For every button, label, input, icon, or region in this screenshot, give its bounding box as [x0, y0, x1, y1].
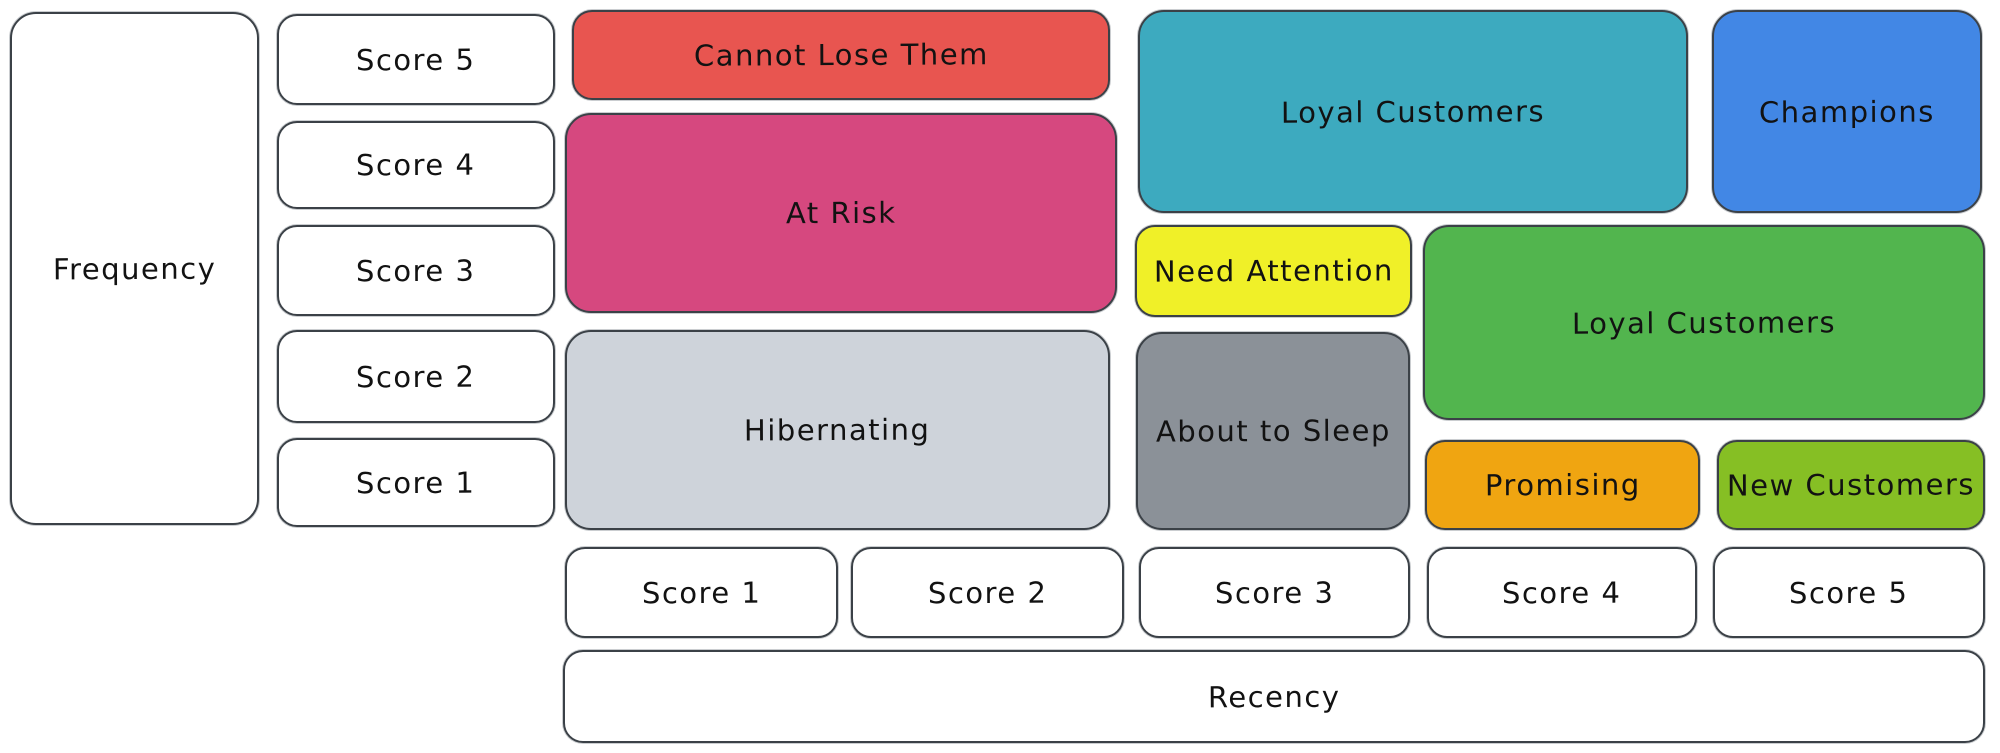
frequency-score-4-label: Score 4 [356, 147, 476, 183]
frequency-score-2-label: Score 2 [356, 359, 476, 394]
segment-new-customers-label: New Customers [1726, 467, 1976, 503]
frequency-score-3-label: Score 3 [356, 253, 476, 288]
frequency-score-1-label: Score 1 [356, 465, 476, 500]
recency-axis-box: Recency [563, 650, 1985, 743]
frequency-score-3-box: Score 3 [277, 225, 555, 316]
recency-score-4-box: Score 4 [1427, 547, 1697, 638]
recency-score-4-label: Score 4 [1502, 575, 1622, 610]
recency-axis-label: Recency [1207, 679, 1341, 714]
recency-score-2-box: Score 2 [851, 547, 1124, 638]
segment-about-to-sleep-label: About to Sleep [1155, 413, 1391, 449]
segment-hibernating: Hibernating [565, 330, 1110, 530]
frequency-axis-box: Frequency [10, 12, 259, 525]
segment-at-risk-label: At Risk [785, 195, 897, 231]
recency-score-3-box: Score 3 [1139, 547, 1410, 638]
recency-score-2-label: Score 2 [927, 575, 1048, 610]
frequency-axis-label: Frequency [52, 251, 217, 286]
segment-need-attention-label: Need Attention [1153, 253, 1394, 289]
segment-new-customers: New Customers [1717, 440, 1985, 530]
segment-hibernating-label: Hibernating [744, 412, 931, 448]
segment-champions: Champions [1712, 10, 1982, 213]
segment-promising: Promising [1425, 440, 1700, 530]
segment-loyal-customers-upper: Loyal Customers [1138, 10, 1688, 213]
segment-loyal-customers-lower: Loyal Customers [1423, 225, 1985, 420]
recency-score-3-label: Score 3 [1214, 575, 1335, 610]
segment-at-risk: At Risk [565, 113, 1117, 313]
frequency-score-2-box: Score 2 [277, 330, 555, 423]
frequency-score-5-box: Score 5 [277, 14, 555, 105]
recency-score-1-label: Score 1 [641, 575, 762, 610]
recency-score-5-label: Score 5 [1789, 575, 1909, 610]
segment-promising-label: Promising [1484, 467, 1641, 503]
segment-loyal-customers-upper-label: Loyal Customers [1280, 93, 1546, 130]
frequency-score-1-box: Score 1 [277, 438, 555, 527]
segment-about-to-sleep: About to Sleep [1136, 332, 1410, 530]
segment-cannot-lose-them-label: Cannot Lose Them [693, 37, 989, 73]
frequency-score-5-label: Score 5 [356, 42, 476, 77]
segment-loyal-customers-lower-label: Loyal Customers [1571, 304, 1837, 341]
frequency-score-4-box: Score 4 [277, 121, 555, 209]
recency-score-1-box: Score 1 [565, 547, 838, 638]
segment-champions-label: Champions [1758, 94, 1936, 129]
segment-cannot-lose-them: Cannot Lose Them [572, 10, 1110, 100]
recency-score-5-box: Score 5 [1713, 547, 1985, 638]
segment-need-attention: Need Attention [1135, 225, 1412, 317]
